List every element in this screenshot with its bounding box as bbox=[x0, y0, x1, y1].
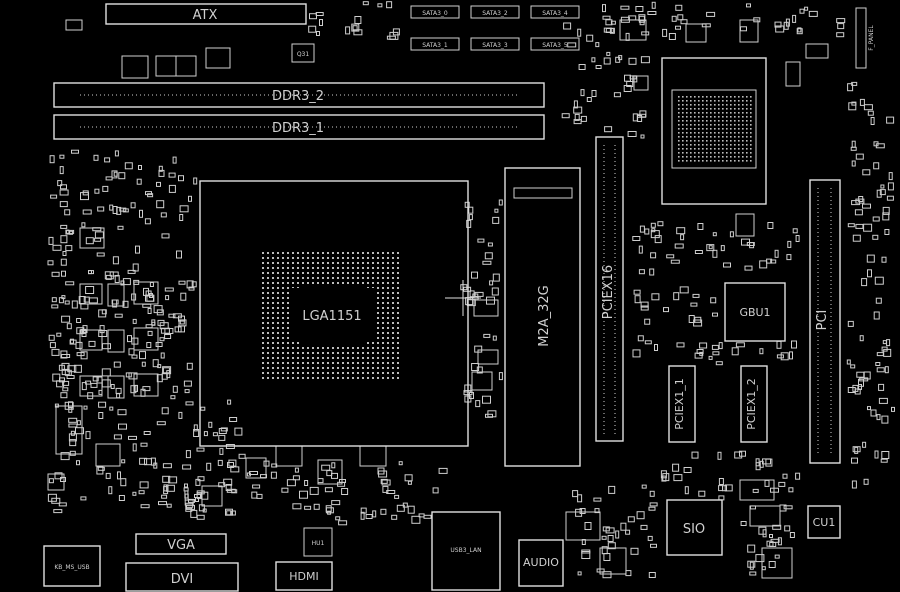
sata-connectors[interactable]: SATA3_0 SATA3_2 SATA3_4 SATA3_1 SATA3_3 … bbox=[410, 5, 580, 51]
pciex1-slot-1[interactable]: PCIEX1_1 bbox=[668, 365, 696, 443]
hu1-chip[interactable]: HU1 bbox=[303, 527, 333, 557]
pciex1-1-label: PCIEX1_1 bbox=[673, 378, 686, 430]
q31-component[interactable]: Q31 bbox=[291, 43, 315, 63]
cpu-socket[interactable]: LGA1151 bbox=[199, 180, 481, 447]
chipset-bga[interactable] bbox=[661, 57, 767, 205]
gbu1-label: GBU1 bbox=[739, 306, 770, 319]
ddr3-2-label: DDR3_2 bbox=[272, 89, 324, 104]
pciex16-slot[interactable]: PCIEX16 bbox=[595, 136, 624, 442]
hdmi-label: HDMI bbox=[289, 570, 318, 583]
ddr3-slot-1[interactable]: DDR3_1 bbox=[53, 114, 545, 140]
kb-ms-usb-port[interactable]: KB_MS_USB bbox=[43, 545, 101, 587]
svg-text:HU1: HU1 bbox=[312, 540, 325, 547]
gbu1-chip[interactable]: GBU1 bbox=[724, 282, 786, 342]
m2-slot[interactable]: M2A_32G bbox=[504, 167, 581, 467]
sio-label: SIO bbox=[683, 522, 705, 537]
ddr3-slot-2[interactable]: DDR3_2 bbox=[53, 82, 545, 108]
m2-label: M2A_32G bbox=[537, 285, 552, 347]
sata-label: SATA3_0 bbox=[422, 10, 448, 17]
usb-lan-port[interactable]: USB3_LAN bbox=[431, 511, 501, 591]
vga-port[interactable]: VGA bbox=[135, 533, 227, 555]
small-components-layer bbox=[47, 1, 895, 579]
cu1-label: CU1 bbox=[813, 516, 836, 529]
f-panel-label: F_PANEL bbox=[868, 25, 875, 51]
socket-label: LGA1151 bbox=[302, 309, 361, 324]
pciex16-label: PCIEX16 bbox=[601, 265, 616, 319]
sata-label: SATA3_5 bbox=[542, 42, 568, 49]
svg-text:Q31: Q31 bbox=[297, 51, 310, 58]
atx-label: ATX bbox=[193, 8, 218, 23]
sata-label: SATA3_3 bbox=[482, 42, 508, 49]
pciex1-2-label: PCIEX1_2 bbox=[745, 378, 758, 430]
svg-text:USB3_LAN: USB3_LAN bbox=[450, 547, 481, 554]
audio-label: AUDIO bbox=[523, 556, 559, 569]
dvi-port[interactable]: DVI bbox=[125, 562, 239, 592]
audio-jack[interactable]: AUDIO bbox=[518, 539, 564, 587]
socket-pin-field bbox=[262, 252, 399, 379]
pci-slot[interactable]: PCI bbox=[809, 179, 841, 464]
sio-chip[interactable]: SIO bbox=[666, 499, 723, 556]
atx-connector[interactable]: ATX bbox=[105, 3, 307, 25]
sata-label: SATA3_1 bbox=[422, 42, 448, 49]
f-panel-header[interactable]: F_PANEL bbox=[855, 7, 875, 69]
pci-label: PCI bbox=[815, 310, 830, 331]
sata-label: SATA3_2 bbox=[482, 10, 508, 17]
cu1-chip[interactable]: CU1 bbox=[807, 505, 841, 539]
vga-label: VGA bbox=[167, 538, 195, 553]
sata-label: SATA3_4 bbox=[542, 10, 568, 17]
svg-text:KB_MS_USB: KB_MS_USB bbox=[54, 564, 89, 571]
ddr3-1-label: DDR3_1 bbox=[272, 121, 324, 136]
dvi-label: DVI bbox=[171, 572, 194, 587]
hdmi-port[interactable]: HDMI bbox=[275, 561, 333, 591]
chipset-pin-field bbox=[678, 96, 752, 162]
pciex1-slot-2[interactable]: PCIEX1_2 bbox=[740, 365, 768, 443]
